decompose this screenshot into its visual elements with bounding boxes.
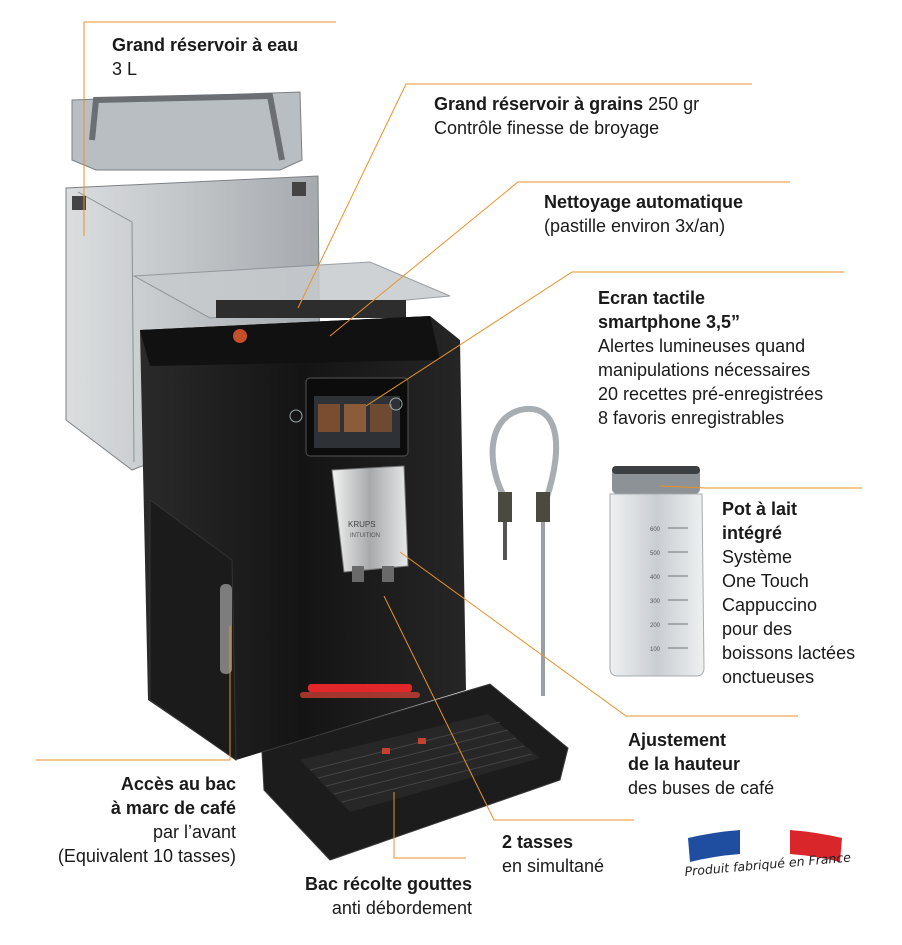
callout-detail: Alertes lumineuses quand (598, 336, 806, 356)
milk-jug-scale: 600 500 400 300 200 100 (650, 527, 688, 653)
jug-scale-label: 400 (650, 575, 661, 581)
callout-cleaning: Nettoyage automatique (pastille environ … (544, 190, 743, 238)
jug-scale-label: 300 (650, 599, 661, 605)
callout-milk-jug: Pot à lait intégré Système One Touch Cap… (722, 497, 855, 689)
callout-title: 2 tasses (502, 832, 574, 852)
callout-detail: Système (722, 547, 793, 567)
callout-bean-tank: Grand réservoir à grains 250 gr Contrôle… (434, 92, 699, 140)
machine-body (140, 316, 466, 761)
callout-title: Accès au bac (120, 774, 236, 794)
callout-detail: des buses de café (628, 778, 775, 798)
callout-detail: en simultané (502, 856, 605, 876)
callout-detail: manipulations nécessaires (598, 360, 811, 380)
callout-title: de la hauteur (628, 754, 741, 774)
callout-detail: boissons lactées (722, 643, 856, 663)
callout-water-tank: Grand réservoir à eau 3 L (112, 33, 298, 81)
callout-detail: (pastille environ 3x/an) (544, 216, 726, 236)
callout-detail: anti débordement (331, 898, 472, 918)
callout-title: smartphone 3,5” (598, 312, 741, 332)
callout-grounds: Accès au bac à marc de café par l’avant … (58, 772, 236, 868)
callout-title: Grand réservoir à grains (434, 94, 644, 114)
callout-detail: Cappuccino (722, 595, 818, 615)
callout-title: à marc de café (110, 798, 236, 818)
jug-scale-label: 500 (650, 551, 661, 557)
callout-title: Nettoyage automatique (544, 192, 744, 212)
bean-hopper (132, 261, 451, 319)
france-flag-icon (688, 830, 842, 862)
callout-title: Bac récolte gouttes (304, 874, 472, 894)
brand-logo: KRUPS (348, 520, 376, 529)
milk-jug (609, 466, 705, 677)
callout-title: Ajustement (628, 730, 727, 750)
jug-scale-label: 100 (650, 647, 661, 653)
callout-screen: Ecran tactile smartphone 3,5” Alertes lu… (598, 286, 823, 430)
callout-title-suffix: 250 gr (643, 94, 700, 114)
callout-cups: 2 tasses en simultané (502, 830, 604, 878)
callout-detail: One Touch (722, 571, 809, 591)
callout-detail: onctueuses (722, 667, 815, 687)
milk-pipe (489, 405, 560, 696)
callout-lines (36, 21, 862, 859)
callout-drip-tray: Bac récolte gouttes anti débordement (305, 872, 472, 920)
callout-detail: (Equivalent 10 tasses) (57, 846, 236, 866)
callout-title: intégré (722, 523, 783, 543)
callout-detail: 8 favoris enregistrables (598, 408, 785, 428)
model-name: INTUITION (350, 533, 380, 539)
callout-title: Grand réservoir à eau (112, 35, 299, 55)
callout-detail: pour des (722, 619, 793, 639)
callout-title: Ecran tactile (598, 288, 706, 308)
jug-scale-label: 200 (650, 623, 661, 629)
callout-detail: par l’avant (152, 822, 236, 842)
callout-detail: 3 L (112, 59, 138, 79)
callout-height: Ajustement de la hauteur des buses de ca… (628, 728, 774, 800)
drip-tray (261, 683, 569, 861)
callout-detail: 20 recettes pré-enregistrées (598, 384, 824, 404)
callout-title: Pot à lait (722, 499, 798, 519)
callout-detail: Contrôle finesse de broyage (434, 118, 660, 138)
jug-scale-label: 600 (650, 527, 661, 533)
